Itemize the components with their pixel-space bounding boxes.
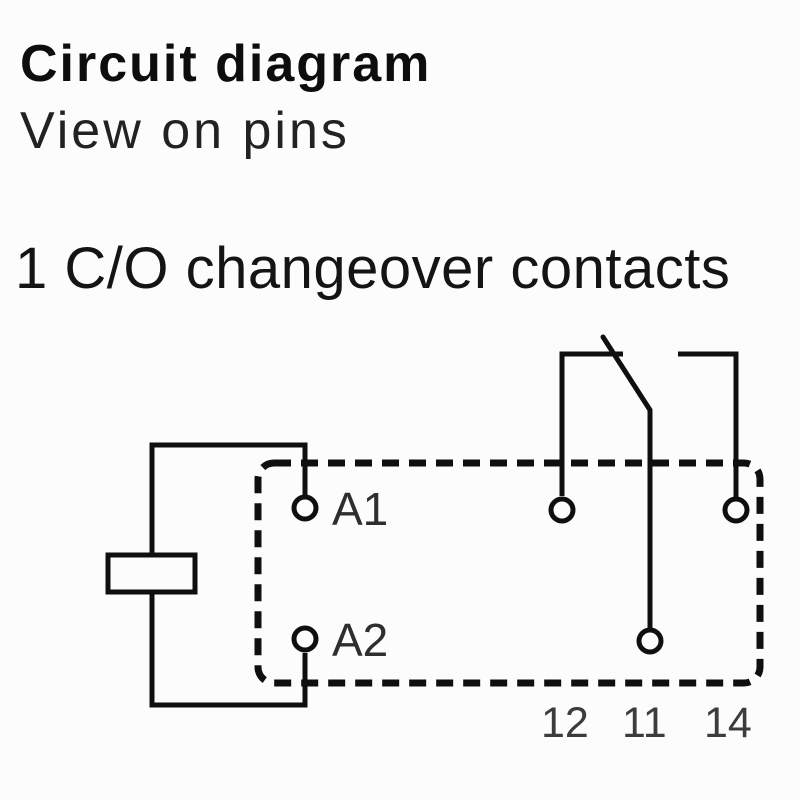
terminal-a2 <box>291 625 319 653</box>
page-title: Circuit diagram <box>20 35 432 93</box>
section-heading: 1 C/O changeover contacts <box>15 236 731 301</box>
switch-blade-wire <box>600 334 653 630</box>
coil-symbol <box>105 552 198 595</box>
terminal-14 <box>722 496 750 524</box>
relay-body-outline <box>254 459 764 687</box>
page-subtitle: View on pins <box>20 102 350 160</box>
coil-wire-a2 <box>149 592 308 708</box>
pin-12-wire <box>559 351 623 496</box>
coil-wire-a1 <box>149 442 308 555</box>
terminal-14-label: 14 <box>704 699 752 747</box>
terminal-11 <box>636 627 664 655</box>
terminal-a1 <box>291 494 319 522</box>
terminal-a2-label: A2 <box>332 614 388 666</box>
terminal-12 <box>548 496 576 524</box>
pin-14-wire <box>678 351 739 497</box>
terminal-12-label: 12 <box>541 699 589 747</box>
terminal-11-label: 11 <box>622 699 667 747</box>
terminal-a1-label: A1 <box>332 483 388 535</box>
